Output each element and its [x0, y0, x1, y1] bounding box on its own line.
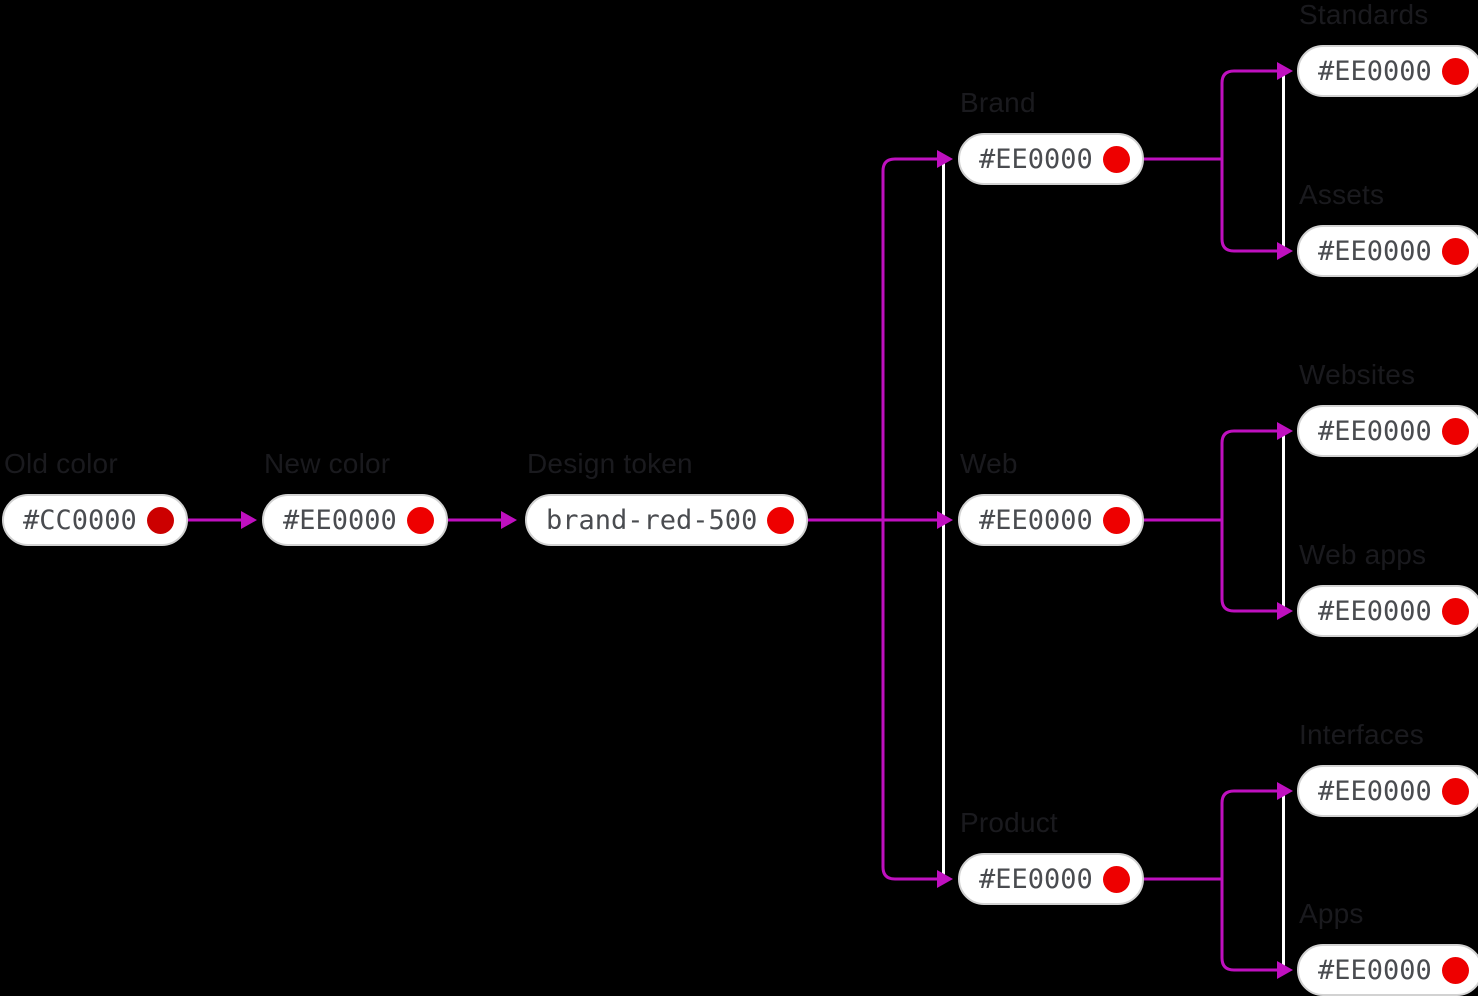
color-swatch-dot — [1441, 597, 1469, 625]
main-flow-connectors — [186, 511, 953, 529]
color-swatch-dot — [1441, 57, 1469, 85]
color-chip: #EE0000 — [958, 133, 1144, 185]
connector-web-to-websites — [1220, 429, 1277, 520]
color-swatch-dot — [1441, 956, 1469, 984]
color-swatch-dot — [146, 506, 174, 534]
brand-bracket — [1136, 62, 1293, 260]
node-old-color: Old color #CC0000 — [2, 449, 188, 546]
node-label: Interfaces — [1299, 719, 1424, 750]
node-new-color: New color #EE0000 — [262, 449, 448, 546]
color-chip: #EE0000 — [1297, 45, 1478, 97]
arrowhead-token-to-product — [937, 870, 953, 888]
chip-value: #EE0000 — [1318, 954, 1432, 986]
connector-token-to-brand — [881, 157, 937, 520]
trunk-connectors — [881, 150, 953, 888]
node-label: Brand — [960, 87, 1036, 118]
chip-value: brand-red-500 — [546, 504, 758, 536]
node-label: Web — [960, 448, 1018, 479]
color-swatch-dot — [1102, 145, 1130, 173]
node-interfaces: Interfaces #EE0000 — [1297, 720, 1478, 817]
chip-value: #EE0000 — [1318, 775, 1432, 807]
arrowhead-web-to-websites — [1277, 422, 1293, 440]
chip-value: #CC0000 — [23, 504, 137, 536]
arrowhead-token-to-brand — [937, 150, 953, 168]
chip-value: #EE0000 — [1318, 595, 1432, 627]
token-chip: brand-red-500 — [525, 494, 809, 546]
color-swatch-dot — [1441, 417, 1469, 445]
arrowhead-web-to-webapps — [1277, 602, 1293, 620]
node-label: Product — [960, 807, 1058, 838]
node-label: Apps — [1299, 898, 1364, 929]
color-swatch-dot — [1441, 237, 1469, 265]
connector-product-to-apps — [1220, 879, 1277, 972]
color-swatch-dot — [1102, 865, 1130, 893]
product-bracket — [1136, 782, 1293, 979]
arrowhead-brand-to-assets — [1277, 242, 1293, 260]
arrowhead-product-to-apps — [1277, 961, 1293, 979]
node-assets: Assets #EE0000 — [1297, 180, 1478, 277]
node-websites: Websites #EE0000 — [1297, 360, 1478, 457]
node-standards: Standards #EE0000 — [1297, 0, 1478, 97]
node-web: Web #EE0000 — [958, 449, 1144, 546]
color-chip: #EE0000 — [1297, 225, 1478, 277]
node-product: Product #EE0000 — [958, 808, 1144, 905]
arrowhead-brand-to-standards — [1277, 62, 1293, 80]
node-label: Standards — [1299, 0, 1429, 30]
chip-value: #EE0000 — [979, 504, 1093, 536]
arrowhead-token-to-web — [937, 511, 953, 529]
chip-value: #EE0000 — [1318, 235, 1432, 267]
node-brand: Brand #EE0000 — [958, 88, 1144, 185]
node-label: New color — [264, 448, 391, 479]
node-label: Design token — [527, 448, 693, 479]
connector-brand-to-assets — [1220, 159, 1277, 253]
chip-value: #EE0000 — [1318, 55, 1432, 87]
arrowhead-old-to-new — [241, 511, 257, 529]
color-chip: #EE0000 — [1297, 944, 1478, 996]
chip-value: #EE0000 — [283, 504, 397, 536]
color-chip: #CC0000 — [2, 494, 188, 546]
color-chip: #EE0000 — [958, 494, 1144, 546]
node-label: Assets — [1299, 179, 1385, 210]
color-chip: #EE0000 — [1297, 765, 1478, 817]
color-swatch-dot — [1441, 777, 1469, 805]
connector-brand-to-standards — [1220, 69, 1277, 159]
color-chip: #EE0000 — [958, 853, 1144, 905]
web-bracket — [1136, 422, 1293, 620]
color-chip: #EE0000 — [1297, 405, 1478, 457]
chip-value: #EE0000 — [1318, 415, 1432, 447]
connector-product-to-interfaces — [1220, 789, 1277, 879]
arrowhead-product-to-interfaces — [1277, 782, 1293, 800]
color-swatch-dot — [406, 506, 434, 534]
node-label: Web apps — [1299, 539, 1427, 570]
color-swatch-dot — [1102, 506, 1130, 534]
connector-web-to-webapps — [1220, 520, 1277, 613]
connector-token-to-product — [881, 520, 937, 881]
node-design-token: Design token brand-red-500 — [525, 448, 809, 546]
node-web-apps: Web apps #EE0000 — [1297, 540, 1478, 637]
node-label: Websites — [1299, 359, 1416, 390]
node-label: Old color — [4, 448, 118, 479]
color-swatch-dot — [767, 506, 795, 534]
chip-value: #EE0000 — [979, 143, 1093, 175]
color-chip: #EE0000 — [262, 494, 448, 546]
arrowhead-new-to-token — [501, 511, 517, 529]
chip-value: #EE0000 — [979, 863, 1093, 895]
color-chip: #EE0000 — [1297, 585, 1478, 637]
node-apps: Apps #EE0000 — [1297, 899, 1478, 996]
